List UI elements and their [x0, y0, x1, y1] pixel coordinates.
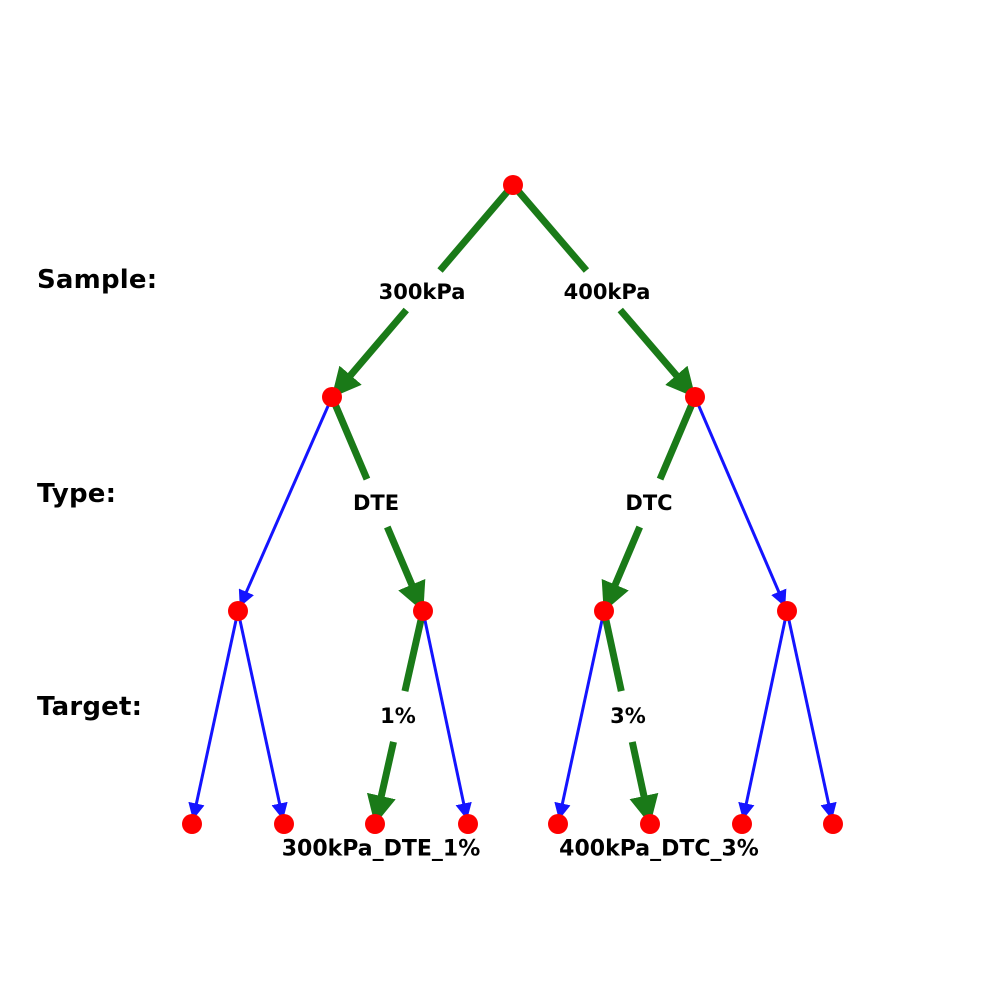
edge-label-root-to-400kPa: 400kPa [563, 280, 651, 304]
path-label-1: 400kPa_DTC_3% [559, 836, 759, 862]
tree-edge-t4-to-g7 [738, 619, 787, 820]
tree-node-g7[interactable] [732, 814, 752, 834]
tree-edge-root-to-300kPa [331, 307, 409, 398]
node-layer [182, 175, 843, 834]
tree-node-g1[interactable] [182, 814, 202, 834]
tree-edge-s2-to-DTC [656, 403, 695, 481]
tree-node-root[interactable] [503, 175, 523, 195]
edge-label-s2-to-DTC: DTC [625, 491, 673, 515]
tree-node-t4[interactable] [777, 601, 797, 621]
edge-label-t3-to-3pct: 3% [610, 704, 646, 728]
tree-node-t1[interactable] [228, 601, 248, 621]
tree-node-g8[interactable] [823, 814, 843, 834]
tree-node-g5[interactable] [548, 814, 568, 834]
tree-edge-t2-to-g4 [423, 619, 472, 820]
tree-edge-t1-to-g1 [188, 619, 238, 820]
tree-edge-t4-to-g8 [787, 619, 837, 820]
row-label-sample: Sample: [37, 265, 158, 295]
tree-node-g2[interactable] [274, 814, 294, 834]
tree-node-t2[interactable] [413, 601, 433, 621]
tree-edge-t2-to-1pct [366, 741, 397, 825]
tree-node-g4[interactable] [458, 814, 478, 834]
tree-node-g3[interactable] [365, 814, 385, 834]
tree-node-t3[interactable] [594, 601, 614, 621]
tree-node-g6[interactable] [640, 814, 660, 834]
tree-edge-t3-to-3pct [628, 741, 659, 825]
edge-layer [188, 189, 837, 825]
tree-edge-s2-to-t4 [697, 404, 787, 607]
edge-label-root-to-300kPa: 300kPa [378, 280, 466, 304]
path-label-0: 300kPa_DTE_1% [281, 836, 481, 862]
tree-edge-s1-to-t1 [238, 404, 330, 607]
tree-edge-t1-to-g2 [238, 619, 288, 820]
row-label-target: Target: [37, 692, 143, 722]
tree-edge-t2-to-1pct [401, 619, 425, 692]
edge-label-s1-to-DTE: DTE [352, 491, 400, 515]
tree-edge-t3-to-3pct [602, 619, 625, 692]
tree-node-s2[interactable] [685, 387, 705, 407]
edge-label-t2-to-1pct: 1% [380, 704, 416, 728]
tree-edge-s1-to-DTE [332, 403, 371, 481]
tree-edge-root-to-400kPa [617, 307, 696, 398]
tree-edge-s2-to-DTC [601, 525, 643, 612]
tree-edge-t3-to-g5 [554, 619, 604, 820]
tree-edge-s1-to-DTE [384, 525, 426, 612]
tree-edge-root-to-300kPa [437, 189, 510, 273]
row-label-type: Type: [37, 479, 117, 509]
tree-edge-root-to-400kPa [516, 189, 590, 273]
tree-node-s1[interactable] [322, 387, 342, 407]
